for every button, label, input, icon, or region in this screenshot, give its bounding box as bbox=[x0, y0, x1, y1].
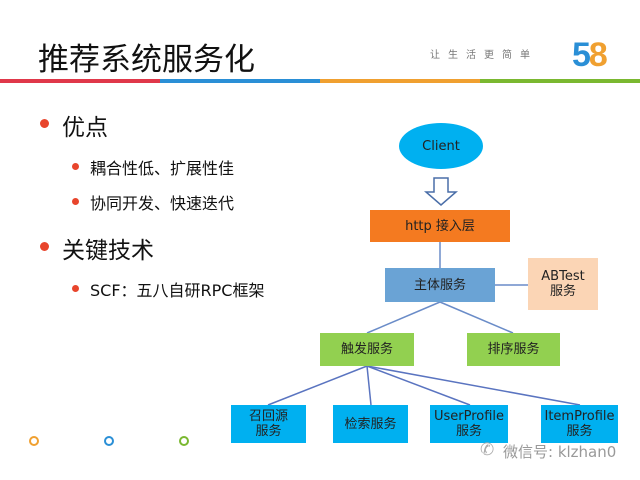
node-label: UserProfile bbox=[433, 409, 505, 424]
wechat-icon: ✆ bbox=[480, 440, 495, 460]
sub-bullet: 协同开发、快速迭代 bbox=[90, 194, 235, 213]
node-label: 服务 bbox=[455, 424, 482, 439]
deco-circle bbox=[104, 436, 114, 446]
bullet-dot bbox=[72, 163, 79, 170]
down-arrow-icon bbox=[423, 177, 459, 206]
node-label: ItemProfile bbox=[544, 409, 615, 424]
divider-orange bbox=[320, 79, 480, 83]
sub-bullet: 耦合性低、扩展性佳 bbox=[90, 159, 235, 178]
divider-green bbox=[480, 79, 640, 83]
access-layer-node: http 接入层 bbox=[370, 210, 510, 242]
client-node: Client bbox=[399, 123, 483, 169]
logo-5: 5 bbox=[572, 36, 591, 74]
trigger-service-node: 触发服务 bbox=[320, 333, 414, 366]
slide-title: 推荐系统服务化 bbox=[38, 42, 255, 78]
abtest-label: ABTest bbox=[541, 269, 585, 284]
deco-circle bbox=[179, 436, 189, 446]
bullet-dot bbox=[72, 198, 79, 205]
node-label: 服务 bbox=[566, 424, 593, 439]
node-label: 服务 bbox=[255, 424, 282, 439]
bullet-advantages: 优点 bbox=[62, 115, 108, 141]
watermark: 微信号: klzhan0 bbox=[503, 443, 617, 461]
sub-bullet: SCF：五八自研RPC框架 bbox=[90, 281, 265, 300]
logo-58: 58 bbox=[572, 36, 608, 75]
search-service-node: 检索服务 bbox=[333, 405, 408, 443]
divider-red bbox=[0, 79, 160, 83]
divider-blue bbox=[160, 79, 320, 83]
bullet-dot bbox=[40, 119, 49, 128]
node-label: 召回源 bbox=[248, 409, 288, 424]
recall-service-node: 召回源服务 bbox=[231, 405, 306, 443]
abtest-label: 服务 bbox=[549, 284, 576, 299]
deco-circle bbox=[29, 436, 39, 446]
logo-8: 8 bbox=[588, 36, 608, 74]
main-service-node: 主体服务 bbox=[385, 268, 495, 302]
bullet-dot bbox=[40, 242, 49, 251]
bullet-dot bbox=[72, 285, 79, 292]
bullet-key-tech: 关键技术 bbox=[62, 238, 154, 264]
slogan: 让生活更简单 bbox=[430, 50, 538, 61]
sort-service-node: 排序服务 bbox=[467, 333, 560, 366]
